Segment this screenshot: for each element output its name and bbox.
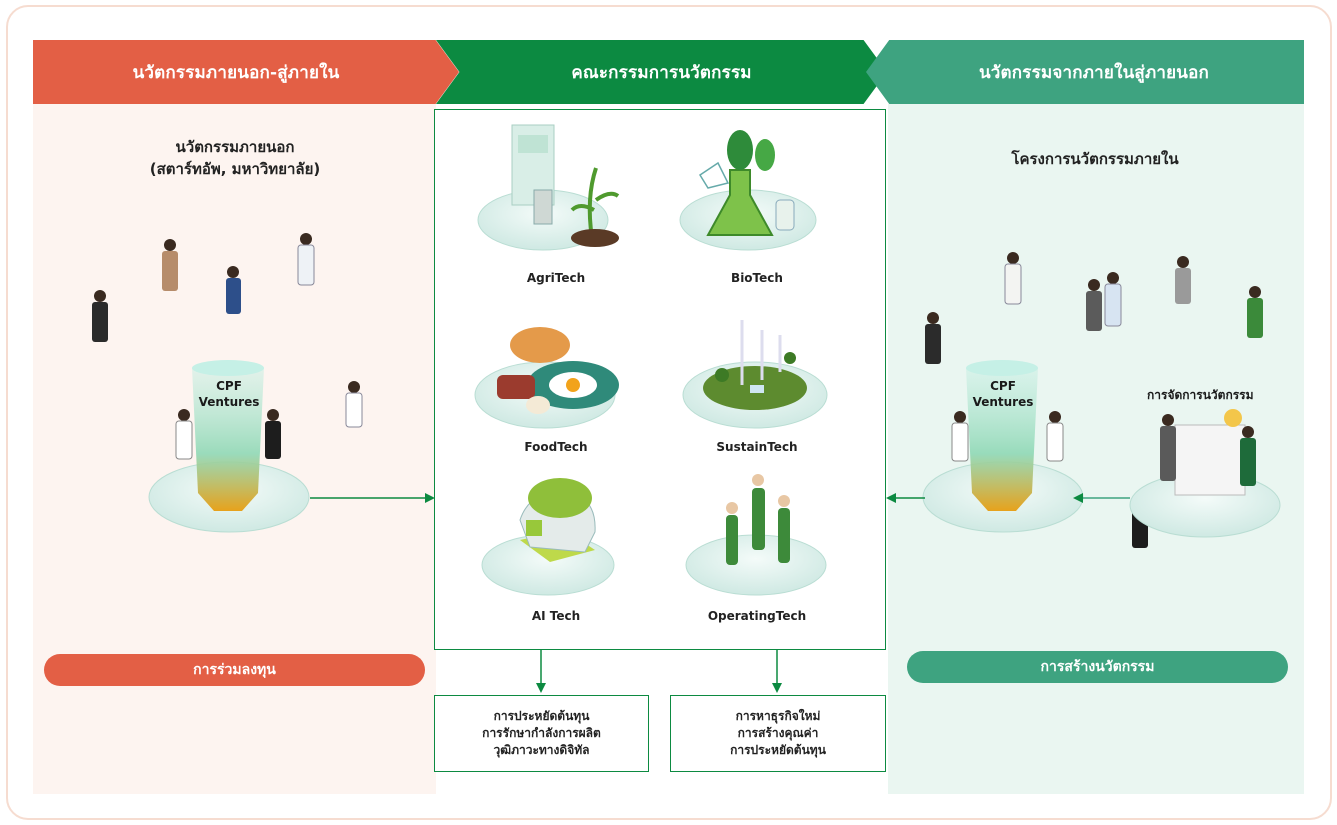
outcome-1-line2: การรักษากำลังการผลิต [482, 726, 601, 740]
innovation-management-label: การจัดการนวัตกรรม [1147, 388, 1254, 402]
tech-label-foodtech: FoodTech [524, 440, 588, 454]
innovation-management-illustration [1129, 409, 1281, 538]
tech-label-operatingtech: OperatingTech [707, 609, 807, 623]
header-center-banner: คณะกรรมการนวัตกรรม [436, 40, 887, 104]
tech-label-biotech: BioTech [731, 271, 783, 285]
left-panel-title: นวัตกรรมภายนอก (สตาร์ทอัพ, มหาวิทยาลัย) [80, 136, 390, 180]
sustaintech-illustration [682, 320, 828, 429]
header-center-label: คณะกรรมการนวัตกรรม [571, 62, 752, 83]
outcome-box-1: การประหยัดต้นทุน การรักษากำลังการผลิต วุ… [434, 695, 649, 772]
left-cpf-line2: Ventures [198, 395, 260, 409]
agritech-illustration [477, 124, 620, 251]
header-left-label: นวัตกรรมภายนอก-สู่ภายใน [132, 62, 340, 83]
left-cpf-line1: CPF [216, 379, 242, 393]
innovation-creation-label: การสร้างนวัตกรรม [1040, 659, 1155, 675]
right-panel-title: โครงการนวัตกรรมภายใน [1011, 150, 1179, 168]
header-right-label: นวัตกรรมจากภายในสู่ภายนอก [978, 62, 1209, 83]
outcome-2-line2: การสร้างคุณค่า [737, 726, 819, 740]
biotech-illustration [679, 130, 817, 251]
left-title-line2: (สตาร์ทอัพ, มหาวิทยาลัย) [149, 160, 321, 178]
right-people [925, 252, 1263, 548]
outcome-2-line1: การหาธุรกิจใหม่ [735, 709, 821, 723]
left-people [92, 233, 363, 460]
arrows [310, 493, 1130, 693]
co-investment-label: การร่วมลงทุน [193, 662, 276, 678]
tech-label-aitech: AI Tech [531, 609, 581, 623]
tech-label-agritech: AgriTech [526, 271, 586, 285]
right-cpf-label: CPF Ventures [958, 378, 1048, 410]
header-right-banner: นวัตกรรมจากภายในสู่ภายนอก [866, 40, 1304, 104]
outcome-box-2: การหาธุรกิจใหม่ การสร้างคุณค่า การประหยั… [670, 695, 886, 772]
tech-label-sustaintech: SustainTech [716, 440, 798, 454]
left-cpf-label: CPF Ventures [184, 378, 274, 410]
operatingtech-illustration [685, 474, 827, 596]
outcome-1-line3: วุฒิภาวะทางดิจิทัล [493, 743, 590, 757]
innovation-creation-pill: การสร้างนวัตกรรม [907, 651, 1288, 683]
left-cpf-platform [148, 360, 310, 533]
outcome-1-line1: การประหยัดต้นทุน [493, 709, 590, 723]
aitech-illustration [481, 478, 615, 596]
foodtech-illustration [474, 327, 619, 429]
header-left-banner: นวัตกรรมภายนอก-สู่ภายใน [33, 40, 459, 104]
right-cpf-line1: CPF [990, 379, 1016, 393]
outcome-2-line3: การประหยัดต้นทุน [730, 743, 826, 757]
right-cpf-line2: Ventures [972, 395, 1034, 409]
left-title-line1: นวัตกรรมภายนอก [175, 138, 295, 156]
co-investment-pill: การร่วมลงทุน [44, 654, 425, 686]
